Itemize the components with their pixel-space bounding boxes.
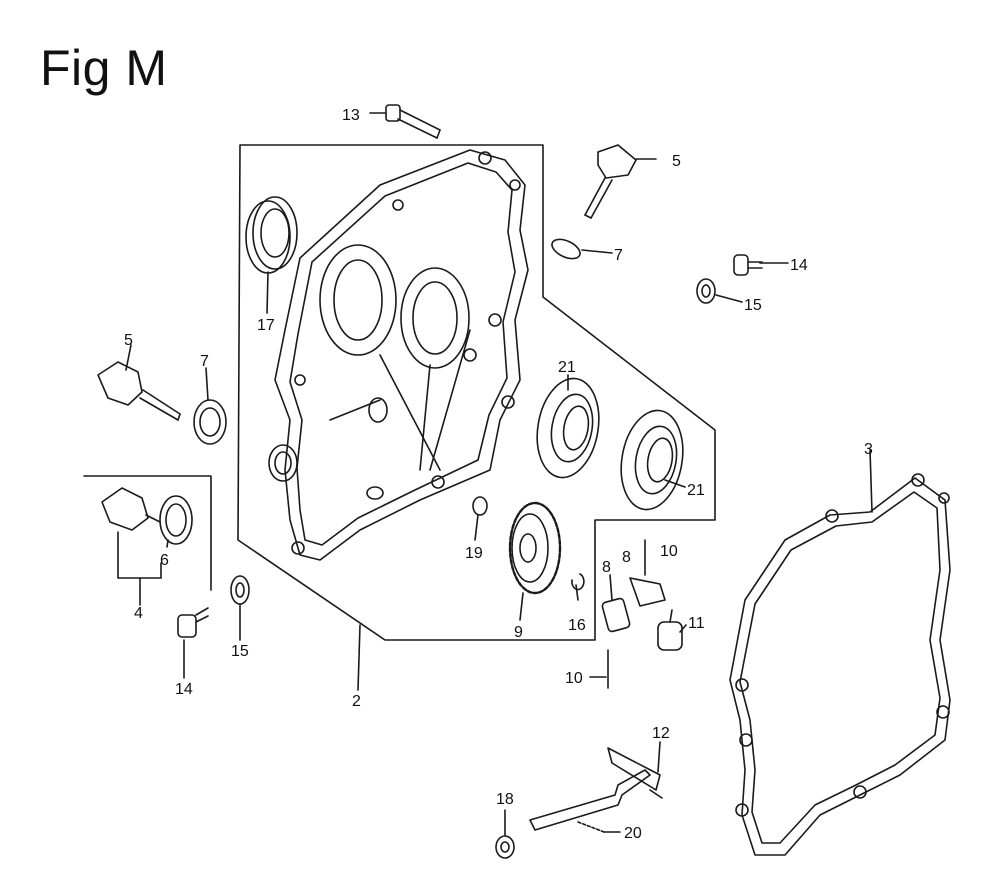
- governor-arm: [529, 747, 663, 831]
- callout-15-left: 15: [231, 643, 249, 660]
- crankcase-cover: [268, 149, 529, 561]
- ball-bearing: [536, 377, 600, 479]
- callout-6: 6: [160, 552, 169, 569]
- sealing-washer: [696, 278, 716, 304]
- governor-parts: [601, 539, 683, 689]
- filler-boss: [268, 444, 298, 482]
- callout-17: 17: [257, 317, 275, 334]
- ball-bearing: [620, 409, 684, 511]
- callout-19: 19: [465, 545, 483, 562]
- leader-lines: [117, 112, 873, 836]
- callout-14-upper: 14: [790, 257, 808, 274]
- subassembly-outline: [83, 475, 212, 591]
- callout-3: 3: [864, 441, 873, 458]
- callout-13: 13: [342, 107, 360, 124]
- flange-bolt: [385, 104, 441, 139]
- dipstick-assembly: [101, 487, 161, 531]
- callout-11: 11: [688, 615, 705, 632]
- callout-12: 12: [652, 725, 670, 742]
- callout-18: 18: [496, 791, 514, 808]
- callout-8-left: 8: [602, 559, 611, 576]
- washer: [472, 496, 488, 516]
- callout-10-upper: 10: [660, 543, 678, 560]
- callout-21-left: 21: [558, 359, 576, 376]
- camshaft-bore: [400, 267, 470, 369]
- callout-20: 20: [624, 825, 642, 842]
- callout-5-left: 5: [124, 332, 133, 349]
- sealing-washer: [230, 575, 250, 605]
- drain-bolt: [733, 254, 763, 276]
- oil-filler-cap: [97, 361, 181, 421]
- nut: [495, 835, 515, 859]
- callout-8-right: 8: [622, 549, 631, 566]
- figure-title: Fig M: [40, 40, 168, 96]
- callout-7-upper: 7: [614, 247, 623, 264]
- callout-15-upper: 15: [744, 297, 762, 314]
- o-ring: [551, 238, 581, 260]
- gasket: [729, 473, 951, 856]
- governor-gear: [508, 501, 562, 595]
- callout-5-upper: 5: [672, 153, 681, 170]
- callout-7-left: 7: [200, 353, 209, 370]
- callout-16: 16: [568, 617, 586, 634]
- callout-labels: 13 5 7 14 15 17 5 7 21 21 3 6 4 19 8 10 …: [124, 107, 873, 842]
- callout-14-left: 14: [175, 681, 193, 698]
- oil-filler-cap: [584, 144, 637, 219]
- spring-pin: [577, 821, 605, 833]
- callout-2: 2: [352, 693, 361, 710]
- callout-9: 9: [514, 624, 523, 641]
- callout-10-lower: 10: [565, 670, 583, 687]
- main-bearing-boss: [319, 244, 397, 356]
- callout-4: 4: [134, 605, 143, 622]
- o-ring: [193, 399, 227, 445]
- seal-ring: [159, 495, 193, 545]
- retaining-clip: [571, 573, 585, 591]
- oil-seal: [245, 196, 298, 274]
- drain-bolt: [177, 607, 209, 638]
- assembly-outline: [237, 144, 716, 641]
- callout-21-right: 21: [687, 482, 705, 499]
